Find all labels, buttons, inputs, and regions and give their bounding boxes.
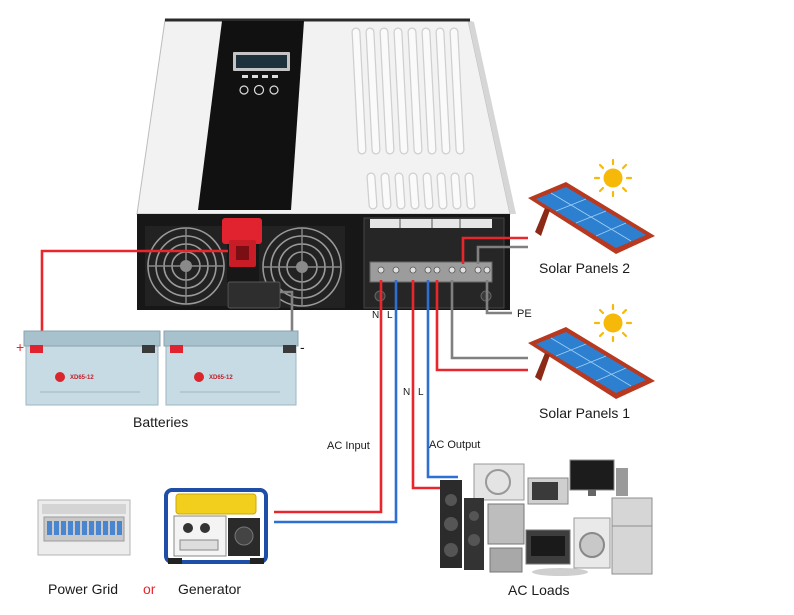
battery-left: XD65-12 (23, 330, 161, 406)
refrigerator (611, 497, 653, 575)
battery-breaker (222, 218, 262, 267)
terminal-panel (363, 217, 505, 309)
ac-loads-label: AC Loads (508, 582, 569, 598)
generator (164, 488, 268, 564)
ac-output-l-label: L (418, 387, 424, 398)
terminal-label-strip (370, 219, 492, 228)
solar-2-positive-wire (461, 236, 528, 264)
lower-vent-slots (366, 172, 476, 210)
inverter-side-edge (468, 20, 516, 214)
solar-panel-stand (535, 208, 550, 236)
power-grid-breaker-box (37, 499, 131, 556)
cooling-fan-left (145, 226, 227, 306)
inverter (136, 18, 516, 310)
solar-2-negative-wire (476, 245, 528, 264)
solar-panel-cells (536, 187, 646, 248)
indicator-icons (239, 84, 279, 96)
computer (487, 503, 525, 545)
ac-output-l-wire (426, 280, 458, 479)
sun-icon (593, 303, 633, 343)
solar-panel-1 (528, 303, 655, 399)
battery-minus-sign: - (300, 339, 305, 355)
upper-vent-slots (351, 27, 465, 155)
generator-label: Generator (178, 581, 241, 597)
lcd-display (233, 52, 290, 71)
ac-input-n-label: N (372, 310, 379, 321)
ac-output-label: AC Output (429, 439, 480, 451)
solar-panels-2-label: Solar Panels 2 (539, 260, 630, 276)
ac-output-n-label: N (403, 387, 410, 398)
pe-label: PE (517, 308, 532, 320)
blender (616, 468, 628, 496)
battery-model-label: XD65-12 (70, 375, 94, 381)
battery-connector (227, 281, 281, 309)
battery-positive-wire (40, 249, 228, 343)
solar-1-negative-wire (450, 280, 528, 360)
pe-wire (485, 280, 512, 315)
power-grid-label: Power Grid (48, 581, 118, 597)
solar-panel-stand (535, 353, 550, 381)
ac-input-n-wire (274, 280, 383, 514)
battery-model-label: XD65-12 (209, 375, 233, 381)
solar-1-positive-wire (435, 280, 528, 372)
or-label: or (143, 581, 156, 597)
tv (569, 459, 615, 491)
sun-icon (593, 158, 633, 198)
batteries-label: Batteries (133, 414, 188, 430)
ac-input-l-label: L (387, 310, 393, 321)
battery-right: XD65-12 (163, 330, 299, 406)
ac-input-label: AC Input (327, 440, 370, 452)
solar-panel-cells (536, 332, 646, 393)
battery-negative-wire (280, 290, 294, 343)
battery-plus-sign: + (16, 339, 24, 355)
terminal-block (369, 261, 493, 283)
ac-loads-appliances (440, 459, 653, 576)
kitchen-appliance (489, 547, 523, 573)
solar-panels-1-label: Solar Panels 1 (539, 405, 630, 421)
solar-panel-2 (528, 158, 655, 254)
control-buttons (242, 75, 278, 78)
ac-input-l-wire (274, 280, 398, 524)
